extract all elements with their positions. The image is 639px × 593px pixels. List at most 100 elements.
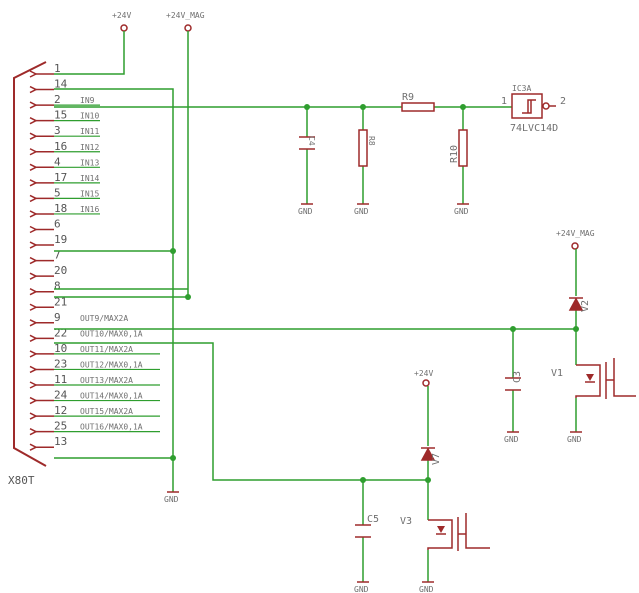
output-signal-label: OUT12/MAX0,1A <box>80 360 143 369</box>
pin-arrow-icon <box>29 396 38 405</box>
connector-pin-row: 1 <box>29 62 61 78</box>
pin-number: 19 <box>54 233 67 246</box>
pin-number: 18 <box>54 202 67 215</box>
pin-arrow-icon <box>29 272 38 280</box>
pin-arrow-icon <box>29 319 38 327</box>
connector-body <box>13 61 47 467</box>
input-signal-label: IN16 <box>80 205 99 214</box>
pin-number: 14 <box>54 78 68 91</box>
connector-pin-row: 5 <box>29 186 61 203</box>
gnd-label: GND <box>354 207 369 216</box>
connector-pin-row: 15 <box>29 109 67 125</box>
pin-number: 12 <box>54 404 67 417</box>
label-r9: R9 <box>402 92 414 103</box>
pin-arrow-icon <box>29 70 38 78</box>
pin-arrow-icon <box>29 241 38 249</box>
pin-number: 7 <box>54 249 61 262</box>
pin-arrow-icon <box>29 256 38 265</box>
junction-dot <box>460 104 466 110</box>
connector-pin-row: 8 <box>29 280 61 296</box>
label-v3: V3 <box>400 516 412 527</box>
pin-number: 21 <box>54 295 67 308</box>
diode-v7 <box>420 447 436 461</box>
label-ic-pin1: 1 <box>501 96 507 107</box>
pin-arrow-icon <box>29 334 38 343</box>
mosfet-v3 <box>427 513 490 551</box>
pin-number: 5 <box>54 186 61 199</box>
connector-pin-row: 6 <box>29 218 61 234</box>
pin-number: 17 <box>54 171 67 184</box>
pin-arrow-icon <box>29 194 38 203</box>
pin-arrow-icon <box>29 365 38 374</box>
junction-dot <box>425 477 431 483</box>
pin-arrow-icon <box>29 303 38 311</box>
junction-dot <box>360 104 366 110</box>
junction-dot <box>360 477 366 483</box>
input-signal-label: IN10 <box>80 112 99 121</box>
pin-number: 20 <box>54 264 67 277</box>
junction-dot <box>170 248 176 254</box>
label-c5: C5 <box>367 514 379 525</box>
pin-number: 3 <box>54 124 61 137</box>
output-signal-label: OUT11/MAX2A <box>80 345 133 354</box>
ic-schmitt-inverter <box>511 93 556 119</box>
pin-arrow-icon <box>29 163 38 171</box>
supply-terminal-icon <box>120 24 128 32</box>
pin-arrow-icon <box>29 132 38 140</box>
connector-pin-row: 12 <box>29 404 67 420</box>
pin-number: 24 <box>54 389 68 402</box>
pin-number: 15 <box>54 109 67 122</box>
wire-pin1-24v <box>54 31 125 75</box>
connector-pin-row: 16 <box>29 140 67 156</box>
input-signal-label: IN14 <box>80 174 99 183</box>
svg-text:+24V_MAG: +24V_MAG <box>556 229 595 238</box>
output-signal-label: OUT14/MAX0,1A <box>80 392 143 401</box>
pin-number: 16 <box>54 140 67 153</box>
gnd-label: GND <box>454 207 469 216</box>
pin-arrow-icon <box>29 288 38 296</box>
junction-dot <box>573 326 579 332</box>
connector-pin-row: 4 <box>29 155 61 171</box>
diode-v2 <box>568 297 584 311</box>
pin-number: 9 <box>54 311 61 324</box>
supply-24v-lower: +24V <box>414 369 433 387</box>
gnd-label: GND <box>164 495 179 504</box>
pin-arrow-icon <box>29 148 38 156</box>
resistor-r8 <box>358 129 368 167</box>
label-v1: V1 <box>551 368 563 379</box>
capacitor-c4 <box>299 136 315 150</box>
pin-number: 6 <box>54 218 61 231</box>
inverter-bubble-icon <box>542 102 550 110</box>
gnd-label: GND <box>419 585 434 593</box>
junction-dot <box>510 326 516 332</box>
supply-24v-top: +24V <box>112 11 131 32</box>
output-signal-label: OUT16/MAX0,1A <box>80 423 143 432</box>
supply-24v-mag-top: +24V_MAG <box>166 11 205 32</box>
gnd-label: GND <box>504 435 519 444</box>
output-signal-label: OUT9/MAX2A <box>80 314 128 323</box>
connector-pin-row: 18 <box>29 202 67 218</box>
connector-pin-row: 19 <box>29 233 67 249</box>
pin-arrow-icon <box>29 350 38 358</box>
schmitt-trigger-icon <box>522 99 536 114</box>
svg-text:+24V: +24V <box>414 369 433 378</box>
gnd-label: GND <box>567 435 582 444</box>
pin-number: 2 <box>54 93 61 106</box>
connector-pin-row: 21 <box>29 295 67 311</box>
label-v2: V2 <box>580 300 591 312</box>
capacitor-c5 <box>355 524 371 538</box>
connector-pin-row: 20 <box>29 264 67 280</box>
pin-arrow-icon <box>29 101 38 109</box>
input-signal-label: IN11 <box>80 127 99 136</box>
label-c3: C3 <box>512 371 523 383</box>
pin-arrow-icon <box>29 225 38 234</box>
label-ic-part: 74LVC14D <box>510 123 558 134</box>
pin-arrow-icon <box>29 412 38 420</box>
label-c4: C4 <box>307 136 316 146</box>
pin-number: 4 <box>54 155 61 168</box>
connector-pin-row: 24 <box>29 389 68 405</box>
wire-out10 <box>54 342 428 481</box>
gnd-label: GND <box>298 207 313 216</box>
input-signal-label: IN9 <box>80 96 95 105</box>
